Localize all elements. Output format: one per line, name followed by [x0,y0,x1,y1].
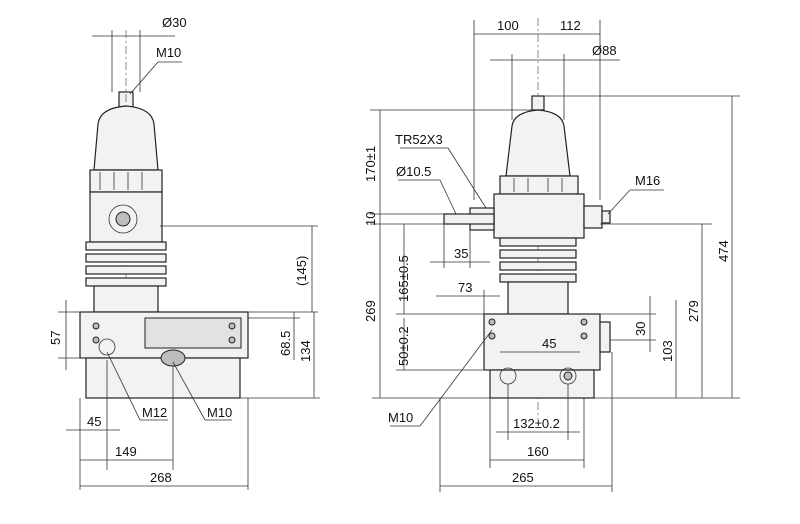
front-dim-45: 45 [87,414,101,429]
front-view: Ø30 M10 57 (145) 68.5 134 M12 M10 [48,15,320,490]
side-dim-112: 112 [560,18,581,33]
side-dim-265: 265 [512,470,534,485]
side-label-m16: M16 [635,173,660,188]
front-base-lower [85,357,241,399]
side-view: 100 112 Ø88 TR52X3 Ø10.5 170±1 10 269 16… [363,18,740,492]
side-m16-terminal [583,205,603,229]
side-dim-100: 100 [497,18,519,33]
front-dim-268: 268 [150,470,172,485]
side-top-stud [531,95,545,111]
side-label-m10: M10 [388,410,413,425]
front-label-top-m10: M10 [156,45,181,60]
side-dim-30: 30 [633,322,648,336]
front-dome [93,105,159,171]
side-dim-103: 103 [660,340,675,362]
side-dim-279: 279 [686,300,701,322]
front-insulator-sheds [85,241,167,313]
side-dim-160: 160 [527,444,549,459]
front-dim-phi30: Ø30 [162,15,187,30]
front-dim-57: 57 [48,331,63,345]
front-dim-134: 134 [298,340,313,362]
side-label-phi10-5: Ø10.5 [396,164,431,179]
front-flange [89,169,163,193]
side-dim-73: 73 [458,280,472,295]
side-flange [499,175,579,195]
side-dim-phi88: Ø88 [592,43,617,58]
side-base [483,313,601,371]
front-dim-145: (145) [294,256,309,286]
side-dim-269: 269 [363,300,378,322]
side-dome [505,109,571,177]
side-dim-45: 45 [542,336,556,351]
side-label-tr52x3: TR52X3 [395,132,443,147]
side-dim-132: 132±0.2 [513,416,560,431]
side-dim-10: 10 [363,212,378,226]
front-label-m12: M12 [142,405,167,420]
side-dim-170: 170±1 [363,146,378,182]
front-base [79,311,249,359]
front-dim-68-5: 68.5 [278,331,293,356]
side-insulator-sheds [499,237,577,315]
front-terminal-hole [115,211,131,227]
front-label-m10: M10 [207,405,232,420]
side-terminal-plate [443,213,495,225]
front-dim-149: 149 [115,444,137,459]
side-dim-50: 50±0.2 [396,326,411,366]
side-dim-165: 165±0.5 [396,255,411,302]
side-dim-474: 474 [716,240,731,262]
side-dim-35: 35 [454,246,468,261]
side-middle-body [493,193,585,239]
